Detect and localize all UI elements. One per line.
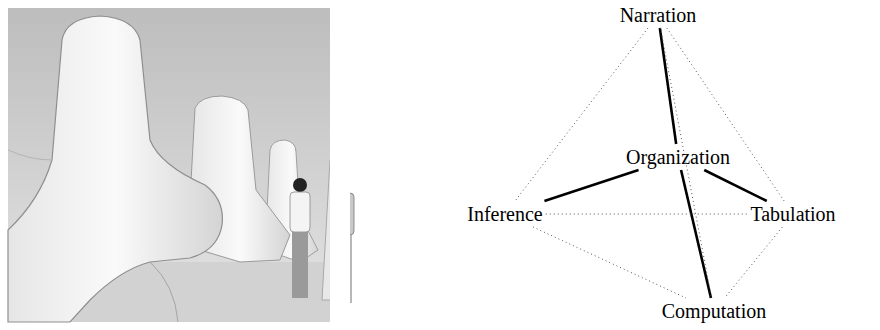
person-figure xyxy=(290,178,310,298)
concept-label: Tabulation xyxy=(749,202,836,226)
solid-connector xyxy=(704,170,767,201)
concept-text: Inference xyxy=(467,202,543,226)
tetrapod-edge xyxy=(8,150,52,160)
concept-label: Computation xyxy=(661,299,767,323)
dotted-connector xyxy=(546,214,748,215)
photo-margin xyxy=(330,8,350,322)
concept-text: Computation xyxy=(662,299,766,323)
dotted-connector xyxy=(667,28,784,201)
tetrapod-shape xyxy=(8,16,222,322)
concept-label: Inference xyxy=(466,202,544,226)
concept-text: Narration xyxy=(620,3,697,27)
tetrapod-edge xyxy=(150,262,178,322)
dotted-connector xyxy=(533,227,686,298)
solid-connector xyxy=(681,170,711,298)
concept-label: Narration xyxy=(619,3,698,27)
concept-text: Tabulation xyxy=(750,202,835,226)
dotted-connector xyxy=(515,28,648,201)
dotted-connector xyxy=(725,227,783,298)
solid-connector xyxy=(660,28,676,144)
concept-text: Organization xyxy=(626,145,730,169)
concept-label: Organization xyxy=(625,145,731,169)
solid-connector xyxy=(544,170,638,201)
photo-sky xyxy=(8,8,330,322)
